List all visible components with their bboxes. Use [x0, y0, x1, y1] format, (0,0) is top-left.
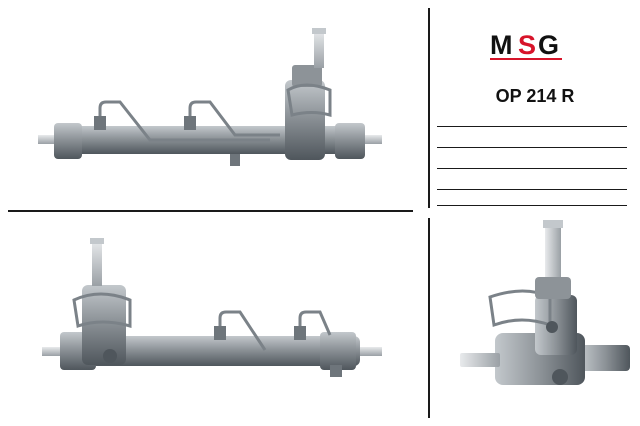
steering-rack-photo-top: [30, 20, 420, 200]
tie-rod-right: [360, 135, 382, 144]
vertical-divider-top: [428, 8, 430, 208]
blank-line: [437, 147, 627, 148]
steering-rack-photo-bottom: [30, 230, 420, 410]
vertical-divider-bottom: [428, 218, 430, 418]
logo-letter-g: G: [538, 30, 559, 60]
steering-rack-photo-end: [440, 215, 630, 415]
tie-rod-left: [38, 135, 60, 144]
part-number: OP 214 R: [495, 86, 575, 106]
steering-rack-icon: [42, 238, 382, 377]
msg-logo: M S G: [490, 30, 590, 60]
logo-letter-m: M: [490, 30, 513, 60]
blank-line: [437, 205, 627, 206]
input-shaft: [314, 30, 324, 68]
blank-line: [437, 126, 627, 127]
blank-line: [437, 168, 627, 169]
logo-underline: [490, 58, 562, 60]
logo-letter-s: S: [518, 30, 536, 60]
steering-rack-icon: [38, 28, 382, 166]
valve-housing: [285, 80, 325, 160]
blank-line: [437, 189, 627, 190]
horizontal-divider: [8, 210, 413, 212]
steering-rack-icon: [460, 220, 630, 385]
